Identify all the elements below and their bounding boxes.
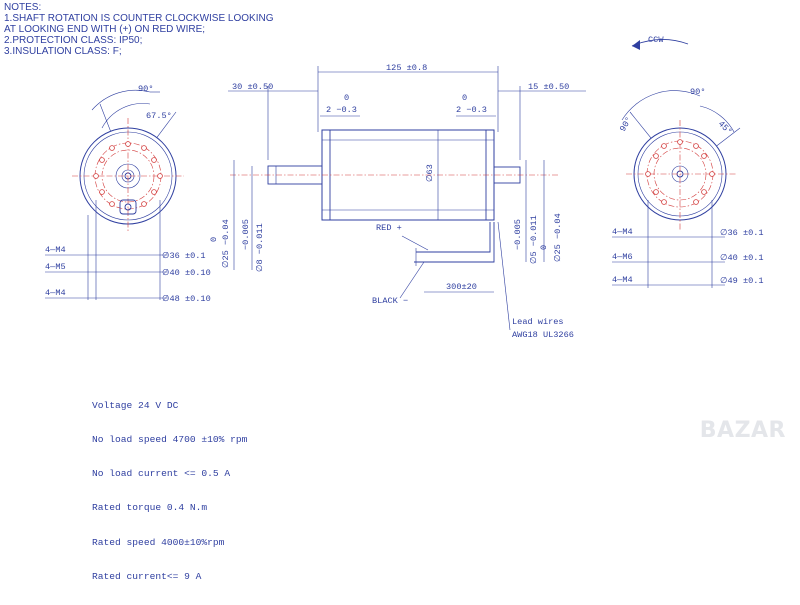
note-protection: 2.PROTECTION CLASS: IP50; bbox=[4, 35, 143, 46]
lead-wires-spec: AWG18 UL3266 bbox=[512, 330, 574, 340]
spec-rated-current: Rated current<= 9 A bbox=[92, 570, 202, 582]
front-shaft-dim-3: −0.005 bbox=[241, 219, 251, 250]
notes-heading: NOTES: bbox=[4, 2, 42, 13]
spec-rated-torque: Rated torque 0.4 N.m bbox=[92, 502, 208, 514]
left-angle-outer: 90° bbox=[138, 84, 153, 94]
ccw-label: CCW bbox=[648, 35, 664, 45]
technical-drawing: NOTES: 1.SHAFT ROTATION IS COUNTER CLOCK… bbox=[4, 2, 786, 582]
body-diameter: ∅63 bbox=[425, 164, 435, 182]
left-callout-2: 4—M5 bbox=[45, 262, 66, 272]
left-diameter-1: ∅36 ±0.1 bbox=[162, 251, 206, 261]
overall-length: 125 ±0.8 bbox=[386, 63, 427, 73]
right-end-view: CCW 90° 90° 45° bbox=[612, 35, 764, 288]
rear-shaft-dim-2: ∅5 −0.011 bbox=[529, 215, 539, 264]
rear-shaft-dim-3: 0 bbox=[539, 245, 549, 250]
note-rotation: 1.SHAFT ROTATION IS COUNTER CLOCKWISE LO… bbox=[4, 13, 274, 24]
left-angle-inner: 67.5° bbox=[146, 111, 172, 121]
tol-low-left: 2 −0.3 bbox=[326, 105, 357, 115]
drawing-canvas: 90° 67.5° bbox=[45, 35, 764, 340]
tol-zero-left: 0 bbox=[344, 93, 349, 103]
front-shaft-dim-4: ∅8 −0.011 bbox=[255, 223, 265, 272]
right-diameter-1: ∅36 ±0.1 bbox=[720, 228, 764, 238]
spec-voltage: Voltage 24 V DC bbox=[92, 399, 179, 411]
left-diameter-2: ∅40 ±0.10 bbox=[162, 268, 211, 278]
wire-length: 300±20 bbox=[446, 282, 477, 292]
notes-block: NOTES: 1.SHAFT ROTATION IS COUNTER CLOCK… bbox=[4, 2, 273, 57]
red-wire-label: RED + bbox=[376, 223, 402, 233]
side-view: 125 ±0.8 30 ±0.50 15 ±0.50 0 2 −0.3 0 2 … bbox=[209, 63, 586, 340]
left-diameter-3: ∅48 ±0.10 bbox=[162, 294, 211, 304]
tol-zero-right: 0 bbox=[462, 93, 467, 103]
left-callout-3: 4—M4 bbox=[45, 288, 66, 298]
rear-shaft-dim-1: −0.005 bbox=[513, 219, 523, 250]
specs-block: Voltage 24 V DC No load speed 4700 ±10% … bbox=[92, 377, 247, 605]
front-shaft-dim-2: ∅25 −0.04 bbox=[221, 219, 231, 268]
black-wire-label: BLACK − bbox=[372, 296, 408, 306]
watermark-logo: BAZAR bbox=[699, 418, 786, 443]
right-angle-right: 45° bbox=[716, 119, 734, 137]
rear-shaft-length: 15 ±0.50 bbox=[528, 82, 569, 92]
rear-shaft-dim-4: ∅25 −0.04 bbox=[553, 213, 563, 262]
note-insulation: 3.INSULATION CLASS: F; bbox=[4, 46, 122, 57]
right-diameter-2: ∅40 ±0.1 bbox=[720, 253, 764, 263]
front-shaft-length: 30 ±0.50 bbox=[232, 82, 273, 92]
spec-rated-speed: Rated speed 4000±10%rpm bbox=[92, 536, 225, 548]
right-diameter-3: ∅49 ±0.1 bbox=[720, 276, 764, 286]
right-callout-3: 4—M4 bbox=[612, 275, 633, 285]
left-end-view: 90° 67.5° bbox=[45, 84, 211, 304]
right-callout-1: 4—M4 bbox=[612, 227, 633, 237]
note-rotation-cont: AT LOOKING END WITH (+) ON RED WIRE; bbox=[4, 24, 206, 35]
spec-no-load-speed: No load speed 4700 ±10% rpm bbox=[92, 434, 248, 446]
right-callout-2: 4—M6 bbox=[612, 252, 633, 262]
spec-no-load-current: No load current <= 0.5 A bbox=[92, 468, 231, 480]
right-angle-outer: 90° bbox=[690, 87, 705, 97]
left-callout-1: 4—M4 bbox=[45, 245, 66, 255]
lead-wires-title: Lead wires bbox=[512, 317, 564, 327]
tol-low-right: 2 −0.3 bbox=[456, 105, 487, 115]
front-shaft-dim-1: 0 bbox=[209, 237, 219, 242]
right-angle-left: 90° bbox=[618, 115, 634, 133]
